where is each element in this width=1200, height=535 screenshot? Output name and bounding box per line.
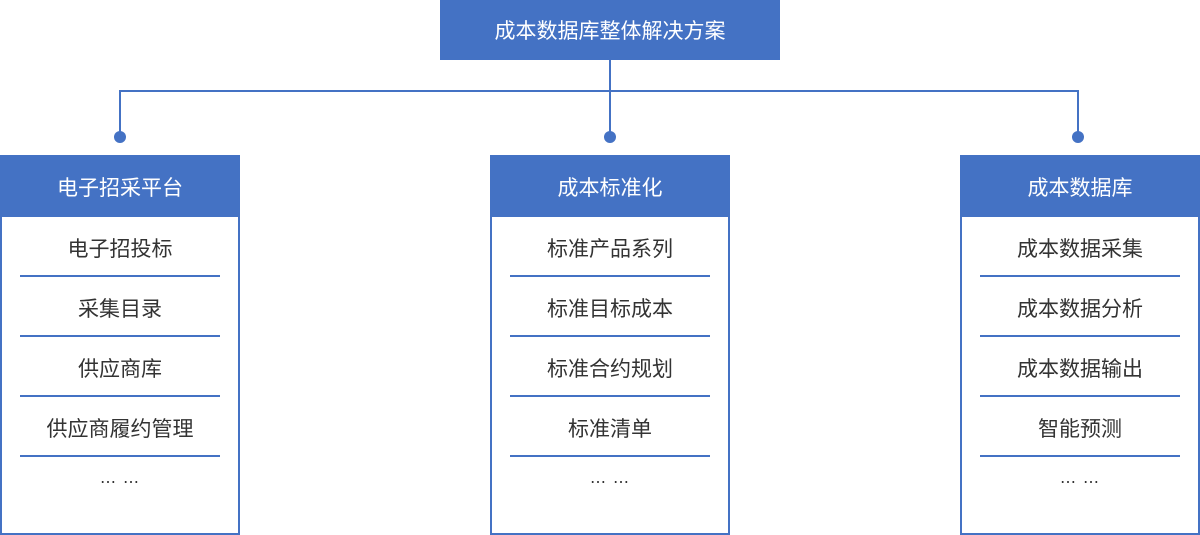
branch-more-ellipsis: … … xyxy=(99,467,141,487)
branch-item: 标准目标成本 xyxy=(510,277,710,337)
branch-item: 成本数据输出 xyxy=(980,337,1180,397)
connector-dot-left xyxy=(114,131,126,143)
branch-item: 智能预测 xyxy=(980,397,1180,457)
branch-item: 供应商库 xyxy=(20,337,220,397)
connector-dot-right xyxy=(1072,131,1084,143)
branch-title: 电子招采平台 xyxy=(57,176,183,200)
branch-cost-database: 成本数据库 成本数据采集 成本数据分析 成本数据输出 智能预测 … … xyxy=(960,155,1200,535)
branch-item: 电子招投标 xyxy=(20,217,220,277)
branch-header: 成本数据库 xyxy=(962,157,1198,217)
branch-header: 成本标准化 xyxy=(492,157,728,217)
branch-title: 成本数据库 xyxy=(1027,176,1133,200)
branch-more-ellipsis: … … xyxy=(1059,467,1101,487)
branch-title: 成本标准化 xyxy=(557,176,663,200)
branch-item: 成本数据分析 xyxy=(980,277,1180,337)
branch-header: 电子招采平台 xyxy=(2,157,238,217)
root-node: 成本数据库整体解决方案 xyxy=(440,0,780,60)
branch-item-list: 成本数据采集 成本数据分析 成本数据输出 智能预测 … … xyxy=(962,217,1198,497)
branch-e-procurement: 电子招采平台 电子招投标 采集目录 供应商库 供应商履约管理 … … xyxy=(0,155,240,535)
branch-more-ellipsis: … … xyxy=(589,467,631,487)
branch-item: 标准清单 xyxy=(510,397,710,457)
branch-item: 供应商履约管理 xyxy=(20,397,220,457)
branch-item: 标准合约规划 xyxy=(510,337,710,397)
root-title: 成本数据库整体解决方案 xyxy=(494,19,726,43)
connector-dot-center xyxy=(604,131,616,143)
branch-item: 成本数据采集 xyxy=(980,217,1180,277)
branch-item-list: 标准产品系列 标准目标成本 标准合约规划 标准清单 … … xyxy=(492,217,728,497)
branch-item: 标准产品系列 xyxy=(510,217,710,277)
branch-cost-standardization: 成本标准化 标准产品系列 标准目标成本 标准合约规划 标准清单 … … xyxy=(490,155,730,535)
branch-item-list: 电子招投标 采集目录 供应商库 供应商履约管理 … … xyxy=(2,217,238,497)
branch-item: 采集目录 xyxy=(20,277,220,337)
